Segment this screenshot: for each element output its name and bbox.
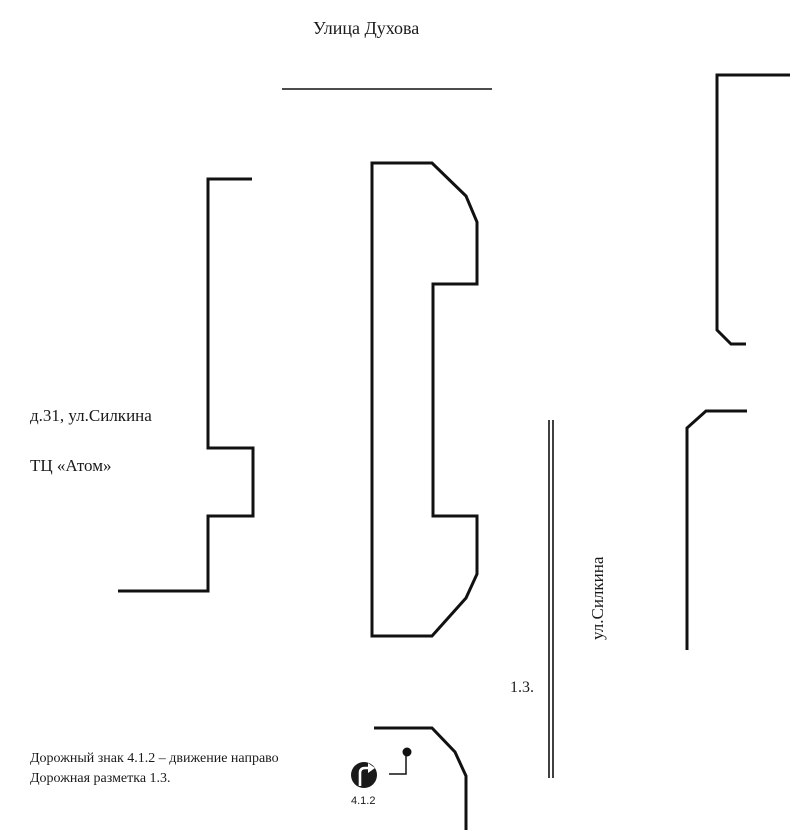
- mall-name-label: ТЦ «Атом»: [30, 456, 112, 475]
- double-solid-marking: [548, 420, 554, 778]
- left-building-outline: [118, 177, 255, 593]
- sign-position-dot: [402, 747, 412, 757]
- street-name-vertical: ул.Силкина: [588, 556, 607, 640]
- bottom-curb: [374, 726, 468, 830]
- legend-sign-line: Дорожный знак 4.1.2 – движение направо: [30, 751, 279, 766]
- street-name-top: Улица Духова: [313, 18, 420, 38]
- top-right-curb: [715, 73, 790, 346]
- marking-number-label: 1.3.: [510, 679, 534, 696]
- sign-code-label: 4.1.2: [351, 795, 376, 807]
- turn-right-arrow-icon: [351, 762, 377, 788]
- central-island: [370, 161, 479, 638]
- right-middle-curb: [685, 409, 747, 650]
- house-address-label: д.31, ул.Силкина: [30, 406, 152, 425]
- sign-leader-line: [389, 756, 407, 775]
- legend-marking-line: Дорожная разметка 1.3.: [30, 771, 171, 786]
